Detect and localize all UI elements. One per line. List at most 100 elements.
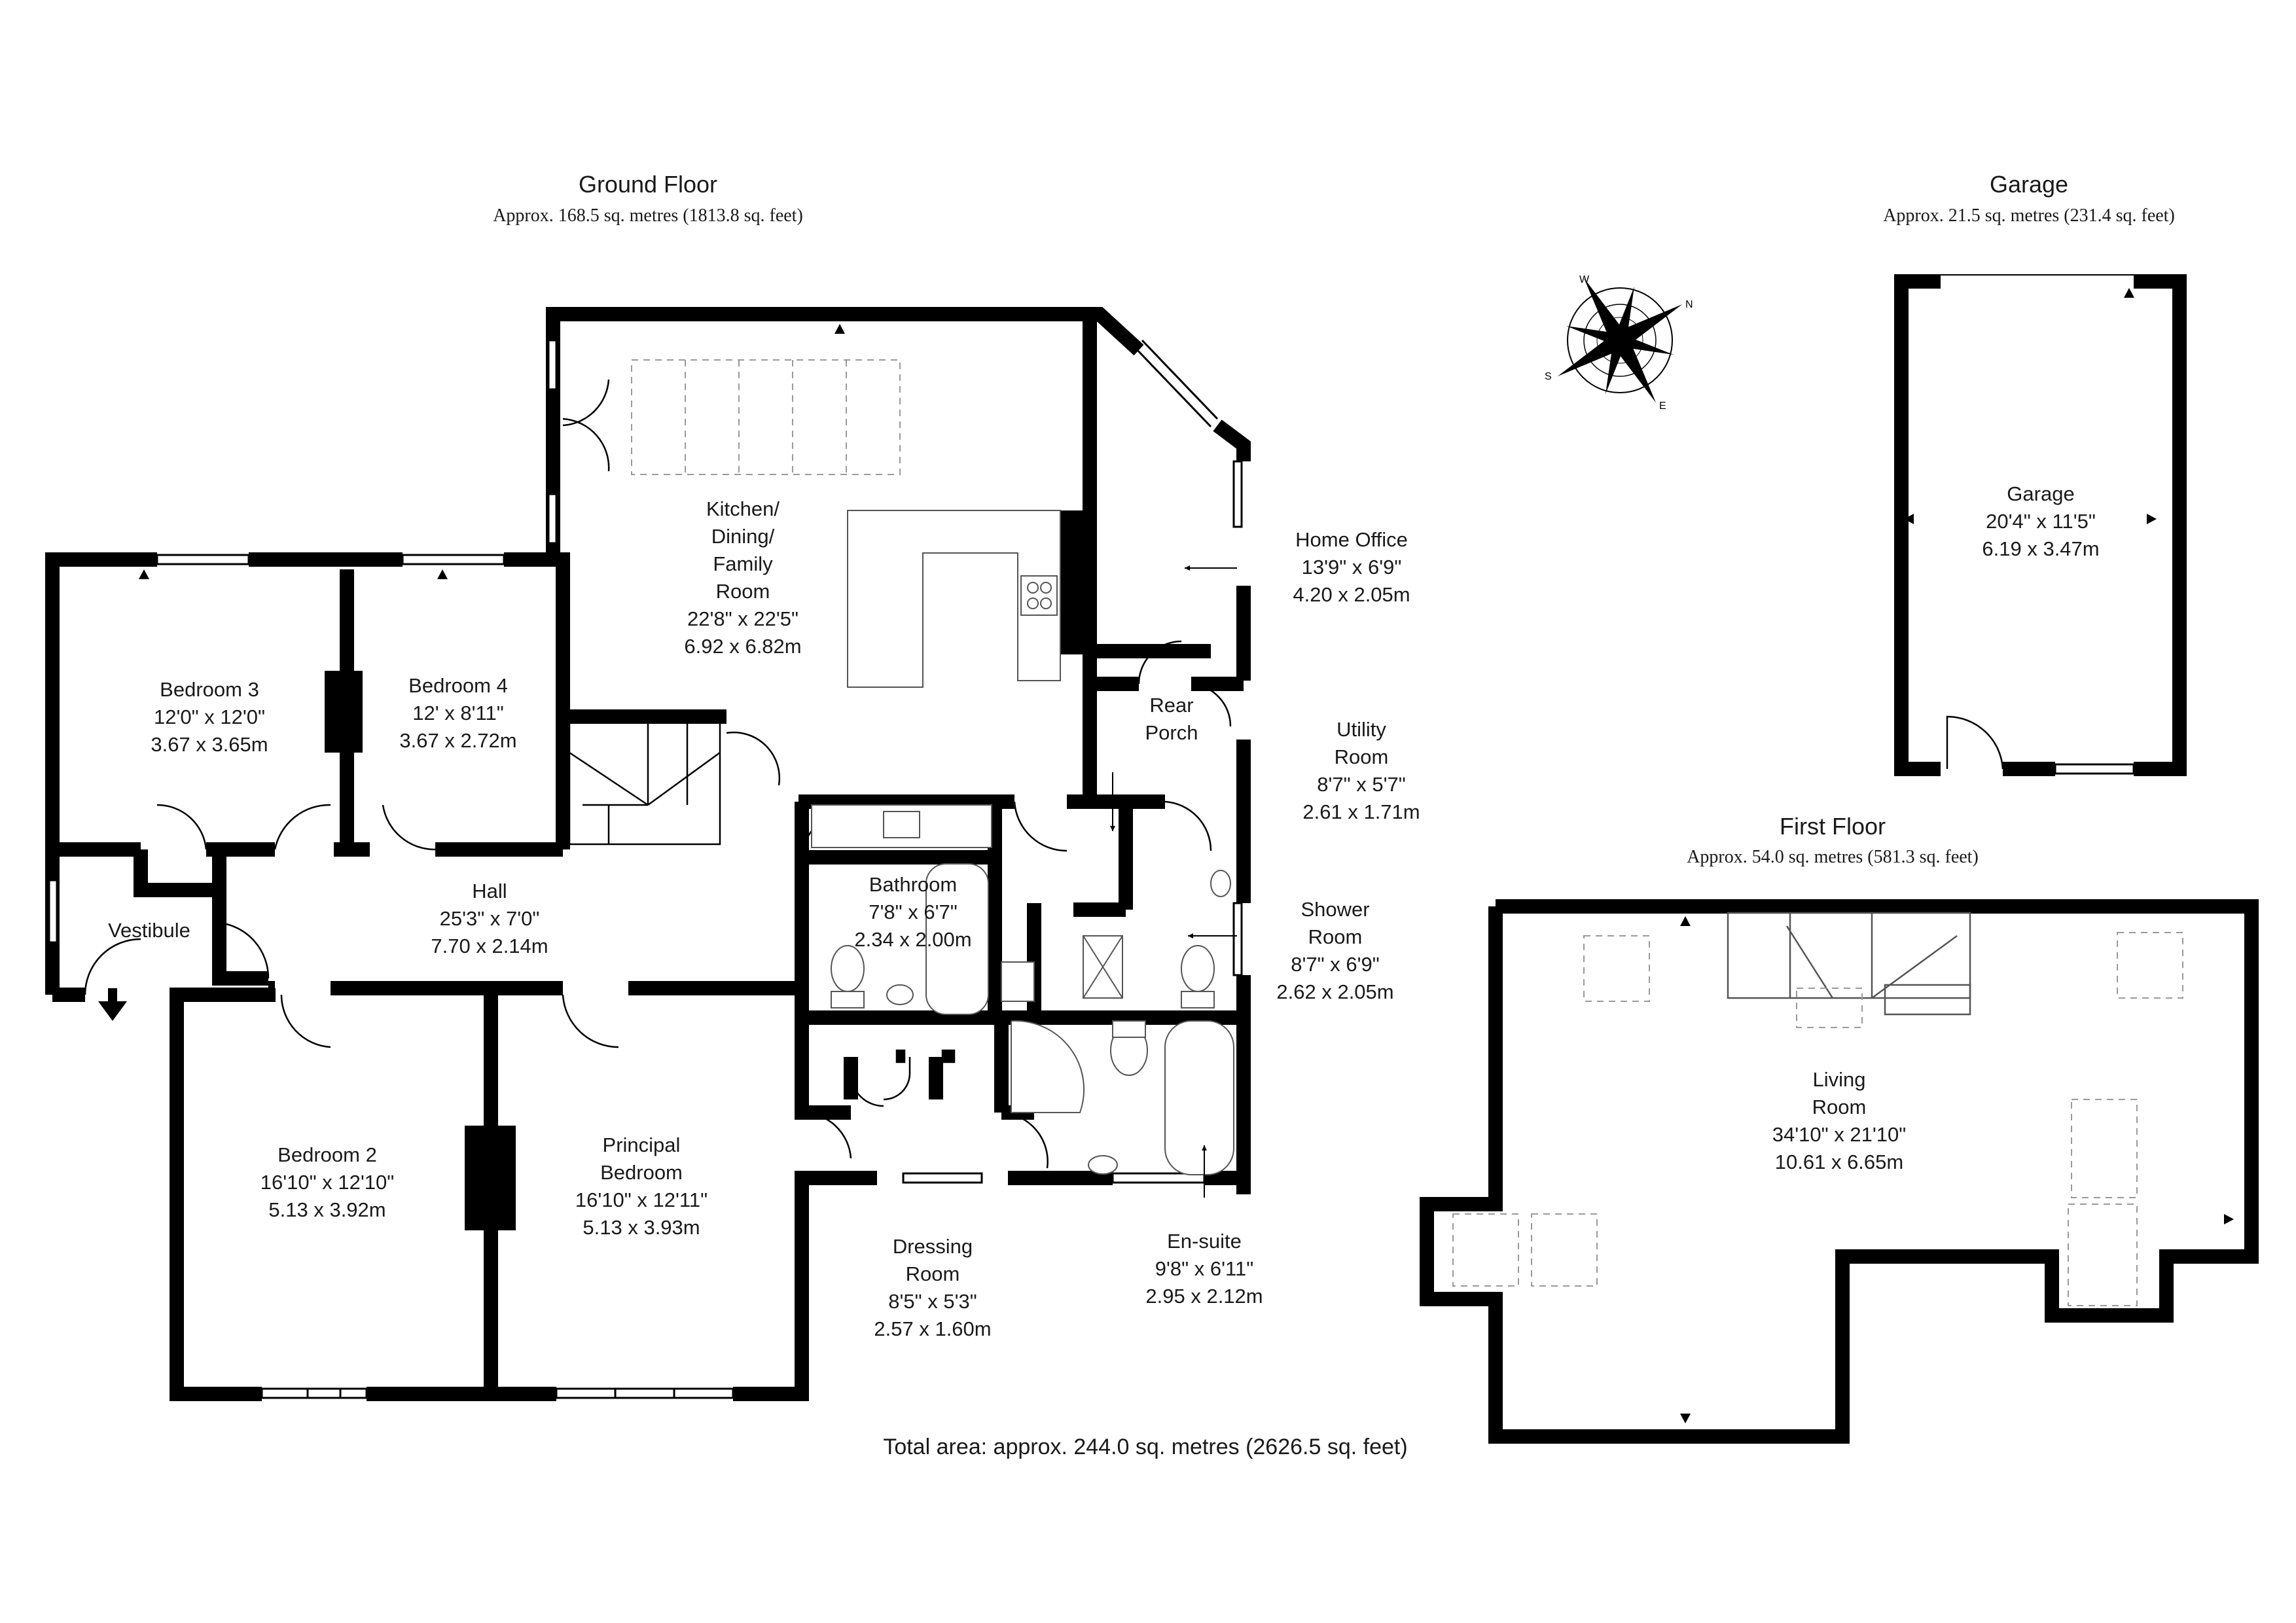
room-dimensions-imperial: 12'0" x 12'0" [154, 705, 265, 728]
first-floor-area: Approx. 54.0 sq. metres (581.3 sq. feet) [1687, 847, 1979, 867]
roof-lights-dashed [631, 359, 901, 475]
room-dimensions-metric: 6.19 x 3.47m [1982, 537, 2099, 560]
room-dimensions-metric: 5.13 x 3.92m [268, 1198, 386, 1221]
compass-label: E [1659, 401, 1666, 412]
room-bedroom4: Bedroom 4 12' x 8'11" 3.67 x 2.72m [399, 674, 516, 752]
room-rear-porch: Rear Porch [1145, 694, 1198, 744]
room-dimensions-imperial: 22'8" x 22'5" [687, 607, 798, 630]
room-name: Room [1812, 1096, 1867, 1118]
room-vestibule: Vestibule [108, 919, 190, 942]
room-dimensions-metric: 3.67 x 2.72m [399, 729, 516, 752]
chimney-breast [325, 671, 363, 753]
entrance-arrow-icon [98, 988, 127, 1021]
first-floor-title: First Floor [1780, 813, 1886, 840]
bathroom-fixtures [811, 804, 1234, 1175]
room-dimensions-metric: 2.62 x 2.05m [1276, 980, 1393, 1003]
room-bedroom2: Bedroom 2 16'10" x 12'10" 5.13 x 3.92m [260, 1143, 395, 1221]
room-name: Family [713, 552, 773, 575]
room-dimensions-imperial: 34'10" x 21'10" [1772, 1123, 1907, 1146]
room-dimensions-imperial: 8'7" x 6'9" [1291, 953, 1380, 976]
ground-floor-area: Approx. 168.5 sq. metres (1813.8 sq. fee… [493, 205, 803, 226]
ground-floor-title: Ground Floor [579, 171, 717, 198]
room-name: Bedroom 4 [408, 674, 508, 697]
room-garage: Garage 20'4" x 11'5" 6.19 x 3.47m [1982, 482, 2099, 560]
room-name: Bedroom 2 [278, 1143, 377, 1166]
room-shower: Shower Room 8'7" x 6'9" 2.62 x 2.05m [1276, 898, 1393, 1003]
room-name: En-suite [1167, 1230, 1242, 1253]
room-name: Bathroom [869, 873, 957, 896]
room-living: Living Room 34'10" x 21'10" 10.61 x 6.65… [1772, 1068, 1907, 1173]
garage-area: Approx. 21.5 sq. metres (231.4 sq. feet) [1883, 205, 2175, 226]
room-name: Bedroom [600, 1161, 683, 1184]
garage-title: Garage [1990, 171, 2068, 198]
room-name: Living [1813, 1068, 1866, 1091]
room-name: Home Office [1295, 528, 1408, 551]
room-name: Garage [2007, 482, 2074, 505]
compass-label: N [1685, 299, 1693, 310]
chimney-breast [465, 1126, 516, 1230]
room-dimensions-metric: 2.57 x 1.60m [874, 1317, 991, 1340]
room-name: Shower [1300, 898, 1369, 921]
room-dimensions-imperial: 7'8" x 6'7" [869, 901, 958, 923]
first-floor-walls [1420, 899, 2259, 1444]
dressing-wardrobes [850, 1049, 956, 1107]
room-dimensions-imperial: 9'8" x 6'11" [1155, 1257, 1253, 1280]
room-dimensions-imperial: 8'5" x 5'3" [888, 1290, 977, 1313]
bay-window-lines [306, 339, 1219, 1398]
compass-label: S [1545, 371, 1552, 382]
room-hall: Hall 25'3" x 7'0" 7.70 x 2.14m [431, 880, 548, 957]
room-dimensions-metric: 2.61 x 1.71m [1302, 800, 1420, 823]
room-name: Utility [1336, 718, 1386, 741]
room-principal-bedroom: Principal Bedroom 16'10" x 12'11" 5.13 x… [575, 1133, 708, 1239]
room-dimensions-metric: 10.61 x 6.65m [1775, 1150, 1903, 1173]
room-dimensions-imperial: 25'3" x 7'0" [440, 907, 540, 930]
room-name: Porch [1145, 721, 1198, 744]
kitchen-island [847, 510, 1061, 688]
room-name: Rear [1149, 694, 1193, 717]
room-dimensions-imperial: 12' x 8'11" [412, 702, 503, 724]
room-utility: Utility Room 8'7" x 5'7" 2.61 x 1.71m [1302, 718, 1420, 823]
room-name: Room [716, 580, 770, 603]
room-dimensions-metric: 4.20 x 2.05m [1293, 583, 1410, 606]
ground-staircase [568, 719, 721, 846]
room-extent-ticks [139, 288, 2234, 1423]
room-name: Vestibule [108, 919, 190, 942]
room-dimensions-imperial: 8'7" x 5'7" [1317, 773, 1406, 796]
room-kitchen: Kitchen/ Dining/ Family Room 22'8" x 22'… [684, 497, 801, 658]
room-name: Room [1335, 745, 1389, 768]
compass-label: W [1579, 274, 1590, 285]
first-floor-roof-lights [1452, 932, 2183, 1306]
dimension-arrows [1110, 565, 1237, 1198]
room-name: Room [906, 1262, 960, 1285]
garage-door-swing [1946, 715, 2004, 770]
room-name: Room [1308, 925, 1363, 948]
room-name: Principal [603, 1133, 681, 1156]
room-name: Dining/ [711, 525, 775, 548]
room-dimensions-metric: 2.34 x 2.00m [854, 928, 971, 951]
room-home-office: Home Office 13'9" x 6'9" 4.20 x 2.05m [1293, 528, 1410, 606]
room-dimensions-metric: 7.70 x 2.14m [431, 935, 548, 957]
garage-walls [1894, 274, 2187, 776]
room-dimensions-imperial: 16'10" x 12'11" [575, 1188, 708, 1211]
kitchen-wall-unit [1060, 510, 1086, 654]
room-dimensions-imperial: 16'10" x 12'10" [260, 1171, 395, 1194]
room-dressing: Dressing Room 8'5" x 5'3" 2.57 x 1.60m [874, 1235, 991, 1340]
room-name: Kitchen/ [706, 497, 780, 520]
room-ensuite: En-suite 9'8" x 6'11" 2.95 x 2.12m [1145, 1230, 1263, 1308]
first-floor-staircase [1727, 912, 1971, 1016]
room-dimensions-imperial: 20'4" x 11'5" [1986, 510, 2096, 533]
room-name: Hall [472, 880, 507, 902]
room-dimensions-metric: 5.13 x 3.93m [583, 1216, 700, 1239]
total-area: Total area: approx. 244.0 sq. metres (26… [883, 1435, 1407, 1459]
garage-window [2054, 763, 2135, 775]
room-dimensions-metric: 3.67 x 3.65m [151, 733, 268, 756]
room-bathroom: Bathroom 7'8" x 6'7" 2.34 x 2.00m [854, 873, 971, 951]
room-bedroom3: Bedroom 3 12'0" x 12'0" 3.67 x 3.65m [151, 678, 268, 756]
room-name: Dressing [893, 1235, 973, 1258]
room-dimensions-metric: 6.92 x 6.82m [684, 635, 801, 658]
room-name: Bedroom 3 [160, 678, 259, 701]
room-dimensions-metric: 2.95 x 2.12m [1145, 1285, 1263, 1308]
room-dimensions-imperial: 13'9" x 6'9" [1302, 556, 1402, 579]
compass-rose-icon: N E S W [1545, 274, 1693, 412]
